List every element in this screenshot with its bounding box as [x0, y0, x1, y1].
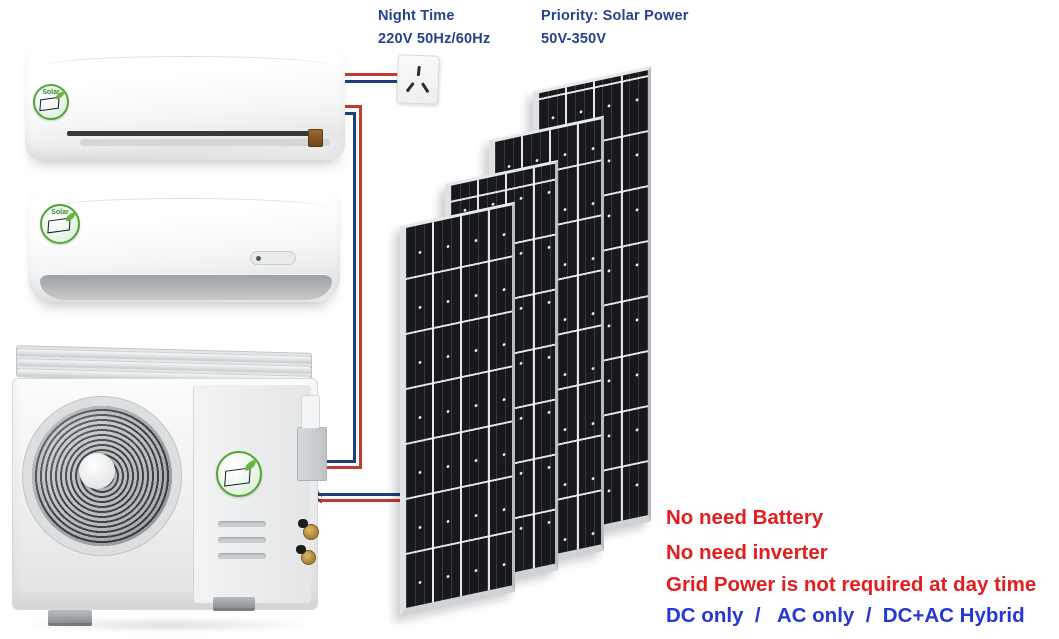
solar-logo-text: Solar	[51, 209, 69, 217]
fan-hub	[79, 453, 115, 489]
status-display	[250, 251, 296, 265]
side-vent-slot	[218, 553, 266, 559]
solar-logo: Solar	[40, 204, 80, 244]
side-bracket	[301, 395, 320, 429]
air-vent	[67, 131, 323, 136]
indoor-ac-unit-1: Solar	[25, 48, 345, 160]
mounting-foot	[48, 610, 92, 626]
solar-logo-text: Solar	[42, 88, 60, 96]
benefit-no-inverter: No need inverter	[666, 541, 828, 564]
solar-priority-label-line1: Priority: Solar Power	[541, 8, 689, 24]
night-time-label-line1: Night Time	[378, 8, 455, 24]
outdoor-unit-body	[12, 378, 318, 610]
wire-segment	[324, 460, 356, 463]
mounting-foot	[213, 597, 255, 611]
air-outlet-band	[40, 274, 332, 300]
solar-cells	[406, 205, 512, 608]
benefit-no-battery: No need Battery	[666, 506, 824, 529]
valve-cap	[298, 519, 308, 528]
outlet-slot-icon	[420, 82, 430, 94]
wire-segment	[316, 499, 410, 502]
ir-receiver-window	[308, 129, 323, 147]
side-vent-slot	[218, 537, 266, 543]
front-panel-seam	[43, 56, 331, 82]
wire-segment	[324, 466, 362, 469]
wire-segment	[353, 112, 356, 463]
side-vent-slot	[218, 521, 266, 527]
wire-segment	[340, 112, 356, 115]
solar-panel-1	[400, 201, 515, 617]
wire-segment	[340, 80, 398, 83]
benefit-no-grid: Grid Power is not required at day time	[666, 573, 1037, 596]
ground-shadow	[18, 618, 318, 632]
operation-modes-label: DC only / AC only / DC+AC Hybrid	[666, 604, 1025, 627]
air-vent-recess	[80, 139, 330, 146]
refrigerant-valve	[301, 550, 316, 565]
front-panel-seam	[46, 198, 326, 224]
refrigerant-valve	[303, 524, 319, 540]
side-service-panel	[193, 385, 311, 603]
solar-priority-label-line2: 50V-350V	[541, 31, 607, 47]
wire-segment	[340, 105, 362, 108]
outlet-slot-icon	[405, 81, 415, 93]
wire-segment	[359, 105, 362, 469]
valve-cap	[296, 545, 306, 554]
fan-grille-icon	[22, 396, 182, 556]
wiring-junction-box	[297, 427, 327, 481]
status-led	[256, 256, 261, 261]
indoor-ac-unit-2: Solar	[28, 190, 340, 302]
wire-segment	[316, 493, 410, 496]
power-outlet	[396, 54, 440, 105]
solar-logo	[216, 451, 262, 497]
wire-segment	[340, 73, 398, 76]
solar-logo: Solar	[33, 84, 69, 120]
night-time-label-line2: 220V 50Hz/60Hz	[378, 31, 491, 47]
outlet-slot-icon	[416, 65, 421, 77]
